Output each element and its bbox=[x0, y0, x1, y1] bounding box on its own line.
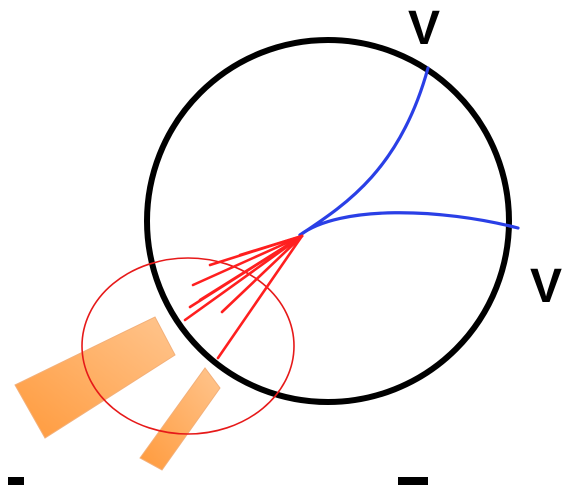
shower-lines bbox=[185, 236, 302, 358]
jet-line-up bbox=[300, 68, 428, 235]
jet-line-right bbox=[300, 213, 518, 235]
lower-left-cone bbox=[15, 317, 175, 438]
lower-cone bbox=[140, 368, 220, 470]
bottom-left-glyph-fragment bbox=[8, 477, 24, 485]
label-right: V bbox=[530, 260, 562, 313]
bottom-right-glyph-fragment bbox=[398, 477, 428, 485]
label-top-right: V bbox=[408, 2, 440, 55]
